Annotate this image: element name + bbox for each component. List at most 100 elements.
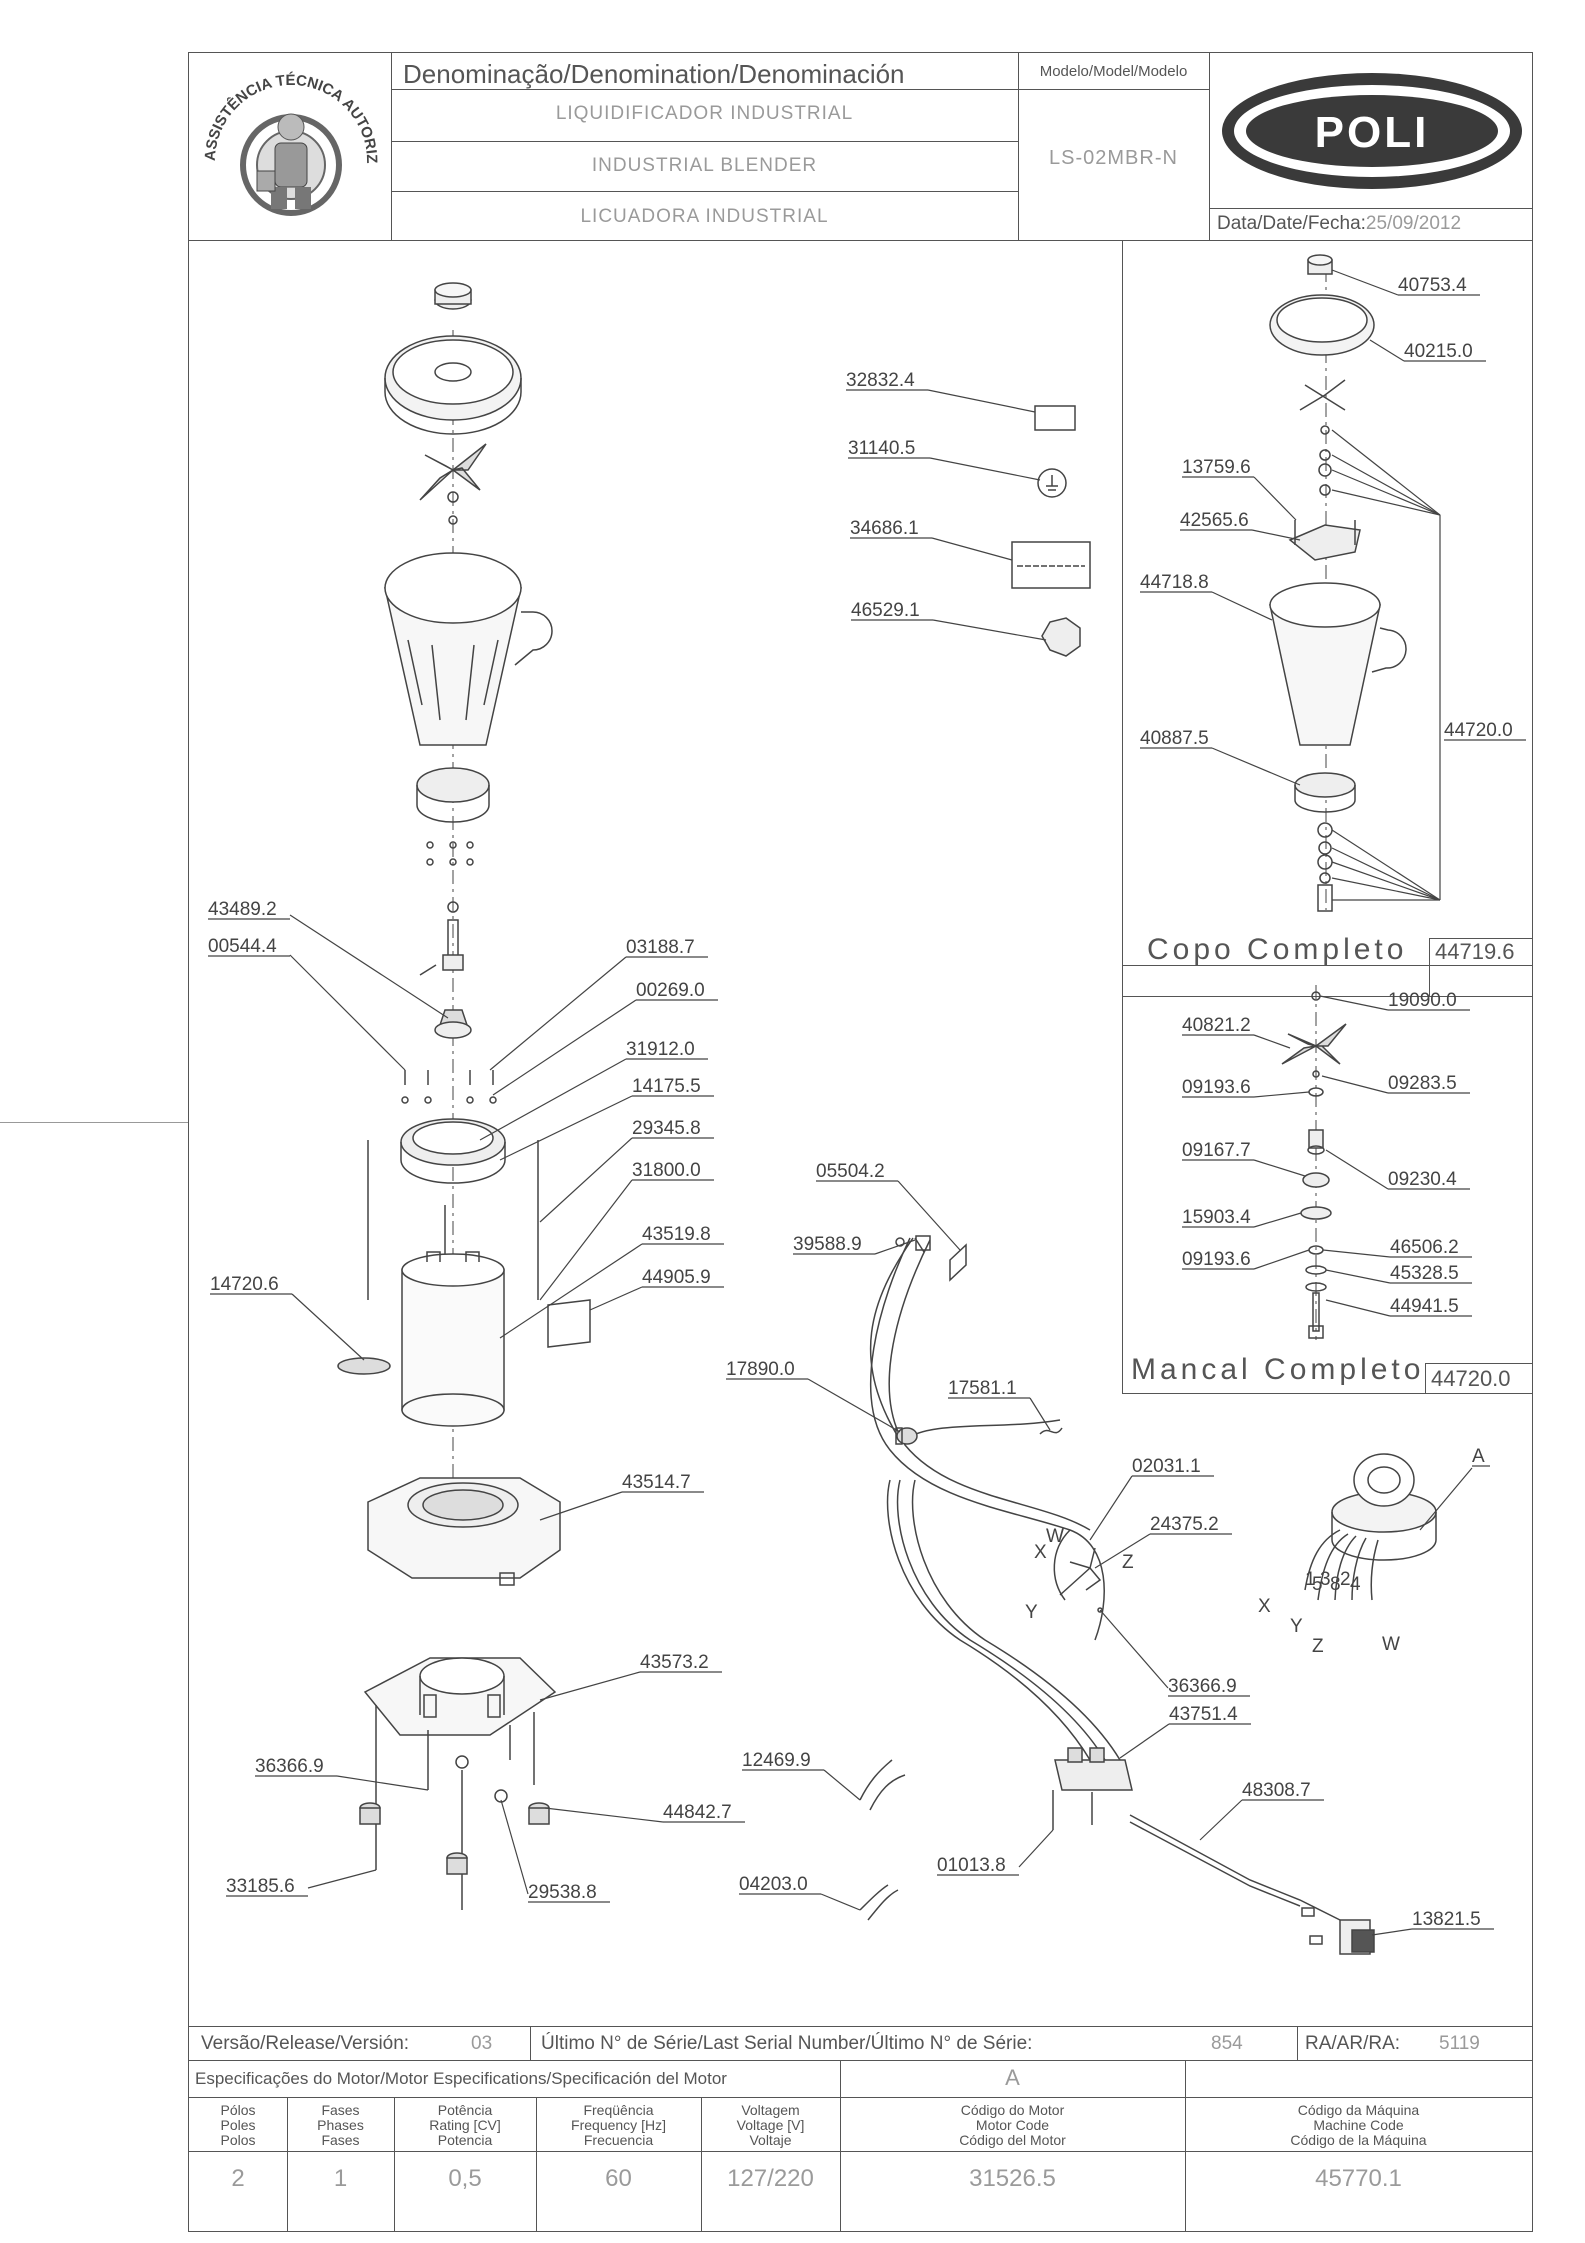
- callout-copo-6-leader: [1211, 747, 1301, 786]
- callout-main-4: 31912.0: [626, 1039, 695, 1060]
- copo-panel-title: Copo Completo: [1147, 933, 1408, 966]
- copo-group-leader-3: [1331, 489, 1441, 516]
- callout-main-5: 14175.5: [632, 1076, 701, 1097]
- poli-brand-logo: POLI: [1222, 73, 1522, 189]
- callout-mancal-9: 45328.5: [1390, 1263, 1459, 1284]
- callout-mancal-1: 40821.2: [1182, 1015, 1251, 1036]
- copo-completo-parts: [1269, 254, 1407, 912]
- callout-main-15: 33185.6: [226, 1876, 295, 1897]
- callout-copo-0-leader: [1331, 269, 1399, 296]
- callout-copo-4: 44718.8: [1140, 572, 1209, 593]
- callout-mancal-5: 09230.4: [1388, 1169, 1457, 1190]
- callout-wiring-9: 48308.7: [1242, 1780, 1311, 1801]
- callout-main-8-leader: [499, 1243, 643, 1339]
- mancal-completo-parts: [1281, 985, 1347, 1340]
- copo-group-leader-4: [1331, 829, 1441, 901]
- callout-main-1: 00544.4: [208, 936, 277, 957]
- callout-wiring-12-leader: [1371, 1928, 1413, 1936]
- callout-wiring-5-leader: [1094, 1533, 1151, 1569]
- callout-main-0-leader: [289, 914, 449, 1019]
- accessory-parts: [1011, 405, 1091, 657]
- frequency-value: 60: [605, 2165, 632, 2192]
- date-label: Data/Date/Fecha:: [1217, 213, 1366, 234]
- copo-group-leader-7: [1331, 877, 1441, 901]
- version-value: 03: [471, 2033, 493, 2054]
- copo-group-leader-1: [1331, 454, 1441, 516]
- callout-wiring-6-leader: [1099, 1609, 1169, 1689]
- product-name-en: INDUSTRIAL BLENDER: [591, 155, 818, 176]
- callout-mancal-5-leader: [1325, 1149, 1389, 1190]
- callout-mancal-7: 46506.2: [1390, 1237, 1459, 1258]
- callout-mancal-0-leader: [1319, 995, 1389, 1011]
- callout-accessory-1: 31140.5: [848, 438, 915, 459]
- callout-copo-2: 13759.6: [1182, 457, 1251, 478]
- callout-wiring-3-leader: [1029, 1397, 1051, 1431]
- callout-accessory-0-leader: [927, 389, 1036, 413]
- phases-value: 1: [333, 2165, 348, 2192]
- callout-mancal-10: 44941.5: [1390, 1296, 1459, 1317]
- callout-mancal-2-leader: [1321, 1075, 1389, 1094]
- machine-code-value: 45770.1: [1315, 2165, 1402, 2192]
- date-field: Data/Date/Fecha:25/09/2012: [1217, 213, 1461, 235]
- callout-copo-0: 40753.4: [1398, 275, 1467, 296]
- wire-letter-1: X: [1034, 1542, 1047, 1563]
- callout-wiring-13: A: [1472, 1446, 1485, 1467]
- callout-main-16-leader: [500, 1799, 529, 1895]
- callout-wiring-0: 05504.2: [816, 1161, 885, 1182]
- motor-spec-label: Especificações do Motor/Motor Especifica…: [195, 2069, 727, 2088]
- callout-main-16: 29538.8: [528, 1882, 597, 1903]
- copo-group-leader-2: [1331, 469, 1441, 516]
- motor-terminal-0: 1: [1305, 1569, 1316, 1590]
- drawing-sheet: ASSISTÊNCIA TÉCNICA AUTORIZADA Denominaç…: [188, 52, 1533, 2232]
- callout-main-14-leader: [544, 1807, 664, 1823]
- wire-letter-3: Y: [1025, 1602, 1038, 1623]
- callout-main-0: 43489.2: [208, 899, 277, 920]
- callout-wiring-4: 02031.1: [1132, 1456, 1201, 1477]
- callout-wiring-10-leader: [820, 1893, 861, 1911]
- callout-copo-3: 42565.6: [1180, 510, 1249, 531]
- callout-mancal-8-leader: [1253, 1249, 1310, 1270]
- callout-copo-1: 40215.0: [1404, 341, 1473, 362]
- callout-main-3: 00269.0: [636, 980, 705, 1001]
- model-value: LS-02MBR-N: [1049, 147, 1178, 169]
- callout-wiring-2: 17890.0: [726, 1359, 795, 1380]
- callout-mancal-10-leader: [1325, 1299, 1391, 1317]
- motor-column-letter: A: [1005, 2065, 1020, 2090]
- callout-wiring-0-leader: [897, 1180, 961, 1251]
- callout-wiring-1-leader: [874, 1239, 916, 1255]
- mancal-panel-code: 44720.0: [1431, 1366, 1511, 1391]
- callout-main-2: 03188.7: [626, 937, 695, 958]
- callout-main-1-leader: [289, 954, 406, 1071]
- callout-mancal-1-leader: [1253, 1034, 1291, 1049]
- motor-terminal-4: 2: [1340, 1569, 1351, 1590]
- denomination-label: Denominação/Denomination/Denominación: [403, 59, 905, 89]
- motor-terminal-6: X: [1258, 1596, 1271, 1617]
- callout-main-11: 43514.7: [622, 1472, 691, 1493]
- motor-terminal-2: 3: [1320, 1569, 1331, 1590]
- ra-value: 5119: [1439, 2033, 1480, 2054]
- callout-mancal-4-leader: [1253, 1159, 1306, 1177]
- copo-group-leader-0: [1331, 429, 1441, 516]
- callout-wiring-7-leader: [1119, 1723, 1170, 1759]
- callout-main-11-leader: [539, 1491, 623, 1521]
- wire-letter-0: W: [1046, 1526, 1064, 1547]
- version-label: Versão/Release/Versión:: [201, 2033, 410, 2054]
- callout-wiring-8: 12469.9: [742, 1750, 811, 1771]
- main-assembly-parts: [337, 282, 591, 1910]
- callout-wiring-1: 39588.9: [793, 1234, 862, 1255]
- callout-main-2-leader: [489, 956, 627, 1071]
- callout-wiring-10: 04203.0: [739, 1874, 808, 1895]
- wiring-harness: [859, 1235, 1437, 1955]
- callout-main-5-leader: [499, 1095, 633, 1161]
- callout-wiring-8-leader: [823, 1769, 861, 1801]
- callout-wiring-3: 17581.1: [948, 1378, 1017, 1399]
- callout-mancal-9-leader: [1325, 1269, 1391, 1284]
- callout-accessory-2-leader: [931, 537, 1013, 561]
- callout-wiring-12: 13821.5: [1412, 1909, 1481, 1930]
- callout-accessory-0: 32832.4: [846, 370, 915, 391]
- callout-accessory-2: 34686.1: [850, 518, 919, 539]
